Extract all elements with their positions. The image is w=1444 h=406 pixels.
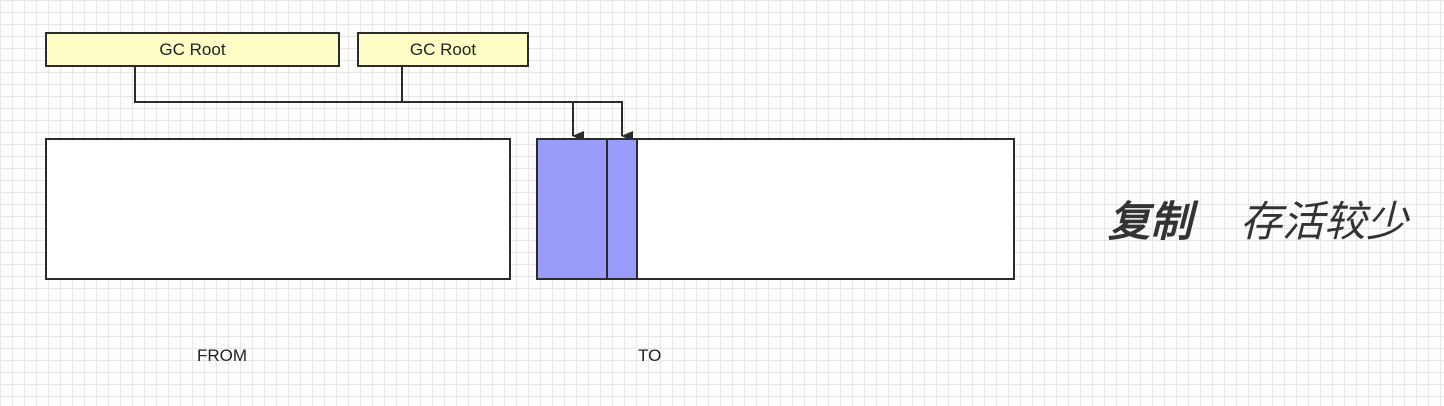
- note-subtitle: 存活较少: [1240, 197, 1409, 246]
- from-label: FROM: [197, 346, 248, 365]
- to-region: [536, 138, 1015, 280]
- surviving-object-2: [608, 140, 638, 278]
- gc-root-box-1: GC Root: [45, 32, 340, 67]
- gc-root-box-2: GC Root: [357, 32, 529, 67]
- from-region: [45, 138, 511, 280]
- note-title: 复制: [1108, 188, 1192, 249]
- surviving-object-1: [538, 140, 608, 278]
- note-title-text: 复制: [1108, 197, 1193, 246]
- to-label: TO: [638, 346, 662, 365]
